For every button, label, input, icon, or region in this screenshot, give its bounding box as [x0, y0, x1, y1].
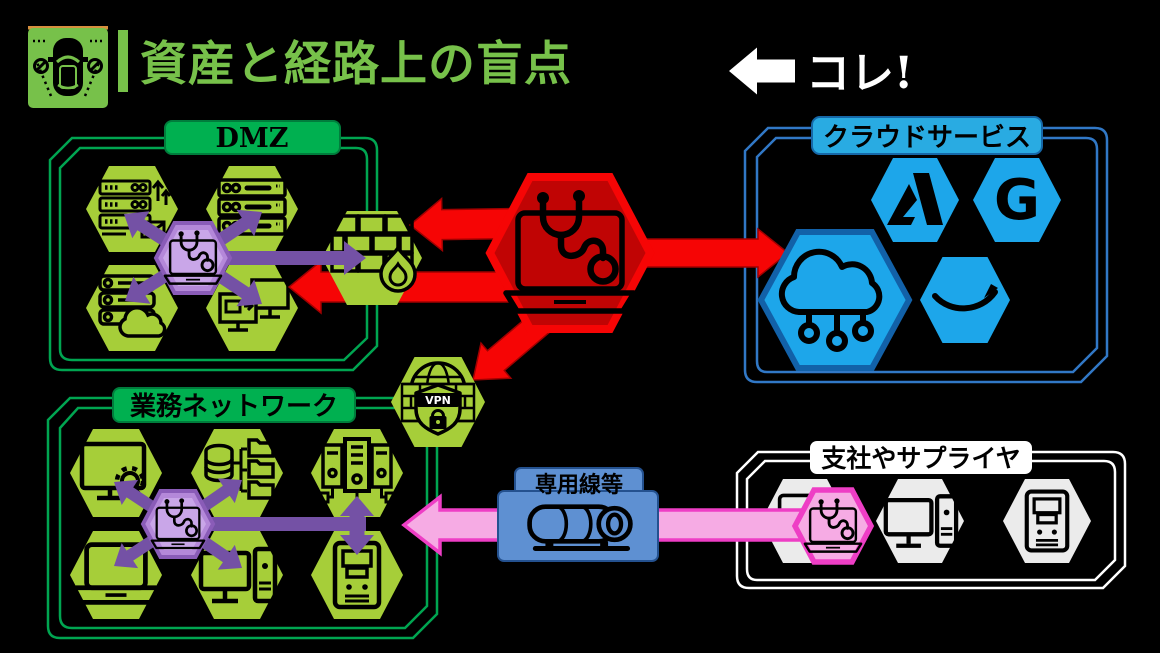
- google-icon: G: [994, 168, 1040, 233]
- cloud-label-pill: [811, 116, 1043, 155]
- cloud-zone: クラウドサービス: [743, 116, 1109, 384]
- dmz-label-pill: [164, 120, 341, 155]
- vpn-gateway: VPN: [391, 357, 485, 447]
- dmz-border-inner: [58, 146, 369, 362]
- header: 資産と経路上の盲点: [28, 26, 572, 108]
- leased-line: 専用線等: [497, 467, 659, 562]
- title-accent-bar: [118, 30, 128, 92]
- callout-text: コレ!: [806, 48, 913, 99]
- branch-border-outer: [735, 450, 1127, 590]
- lan-label: 業務ネットワーク: [130, 392, 338, 422]
- left-block-arrow-icon: [729, 47, 795, 95]
- cloud-label: クラウドサービス: [823, 123, 1031, 153]
- dmz-label: DMZ: [215, 123, 288, 154]
- blind-spot-car-icon: [28, 26, 108, 108]
- page-title: 資産と経路上の盲点: [140, 37, 572, 92]
- cloud-node-hex: [920, 257, 1010, 343]
- branch-label-pill: [810, 441, 1032, 474]
- branch-label: 支社やサプライヤ: [821, 444, 1020, 473]
- vpn-shield-label: VPN: [425, 394, 451, 407]
- cloud-node-hex: [973, 158, 1061, 242]
- purple-bar: [178, 517, 366, 531]
- branch-node-hex: [876, 479, 964, 563]
- lan-zone: 業務ネットワーク: [46, 387, 439, 640]
- cloud-border-outer: [743, 126, 1109, 384]
- attacker: [485, 173, 655, 333]
- dmz-firewall: [322, 211, 422, 305]
- cloud-border-inner: [755, 136, 1099, 374]
- branch-border-inner: [745, 459, 1117, 582]
- lan-nodes: [68, 429, 403, 619]
- lan-label-pill: [112, 387, 356, 423]
- purple-double-arrow: [340, 496, 374, 555]
- leased-line-label: 専用線等: [535, 472, 623, 498]
- dmz-zone: DMZ: [48, 120, 379, 372]
- purple-arrow-to-firewall: [198, 241, 366, 275]
- callout: コレ!: [729, 47, 913, 99]
- dmz-lateral-movement: [124, 209, 366, 307]
- dmz-border-outer: [48, 136, 379, 372]
- cloud-nodes: G: [757, 158, 1061, 371]
- branch-intruder: [791, 487, 875, 565]
